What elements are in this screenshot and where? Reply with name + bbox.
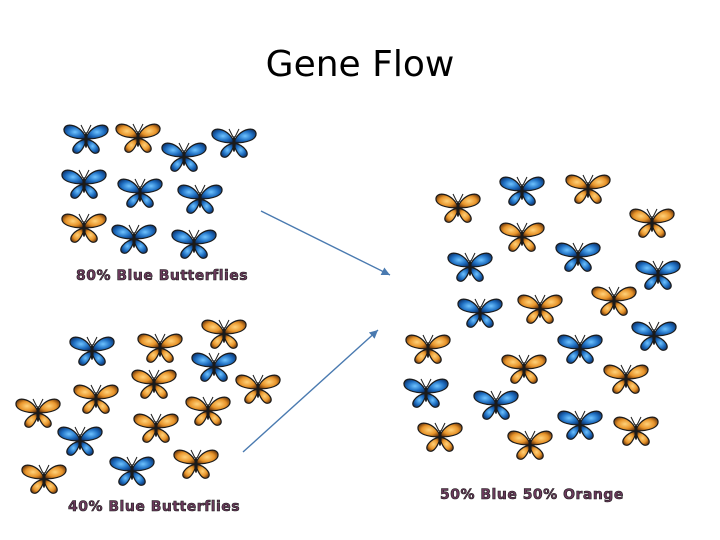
butterfly-icon (235, 374, 281, 404)
butterfly-icon (137, 333, 183, 363)
butterfly-icon (507, 430, 553, 460)
butterfly-icon (201, 319, 247, 349)
butterfly-icon (613, 416, 659, 446)
butterfly-icon (69, 336, 115, 366)
butterfly-icon (603, 364, 649, 394)
top-population-label: 80% Blue Butterflies (76, 268, 249, 285)
bottom-population-label: 40% Blue Butterflies (68, 499, 241, 516)
butterfly-icon (131, 369, 177, 399)
butterfly-icon (517, 294, 563, 324)
butterfly-icon (403, 378, 449, 408)
butterfly-icon (109, 456, 155, 486)
population-bottom (15, 319, 281, 494)
butterfly-icon (417, 422, 463, 452)
butterfly-icon (557, 334, 603, 364)
population-top (61, 123, 257, 259)
butterfly-icon (555, 242, 601, 272)
butterfly-icon (631, 321, 677, 351)
butterfly-icon (115, 123, 161, 153)
arrow-top (260, 210, 391, 276)
butterfly-icon (117, 178, 163, 208)
butterfly-icon (565, 174, 611, 204)
butterfly-icon (185, 396, 231, 426)
butterfly-icon (435, 193, 481, 223)
butterfly-icon (73, 384, 119, 414)
butterfly-icon (61, 213, 107, 243)
butterfly-icon (171, 229, 217, 259)
butterfly-icon (111, 224, 157, 254)
butterfly-icon (57, 426, 103, 456)
butterfly-icon (15, 398, 61, 428)
butterfly-icon (557, 410, 603, 440)
butterfly-icon (173, 449, 219, 479)
butterfly-icon (629, 208, 675, 238)
butterfly-icon (635, 260, 681, 290)
butterfly-icon (61, 169, 107, 199)
butterfly-icon (499, 176, 545, 206)
butterfly-icon (473, 390, 519, 420)
butterfly-icon (63, 124, 109, 154)
butterfly-icon (177, 184, 223, 214)
butterfly-icon (499, 222, 545, 252)
butterfly-icon (457, 298, 503, 328)
butterfly-icon (591, 286, 637, 316)
butterfly-icon (161, 142, 207, 172)
result-population-label: 50% Blue 50% Orange (440, 487, 624, 504)
butterfly-icon (405, 334, 451, 364)
butterfly-icon (21, 464, 67, 494)
butterfly-icon (133, 413, 179, 443)
butterfly-icon (447, 252, 493, 282)
butterfly-icon (501, 354, 547, 384)
butterfly-icon (191, 352, 237, 382)
arrow-bottom (242, 329, 379, 453)
page-title: Gene Flow (265, 44, 455, 85)
population-result (403, 174, 681, 460)
butterfly-icon (211, 128, 257, 158)
